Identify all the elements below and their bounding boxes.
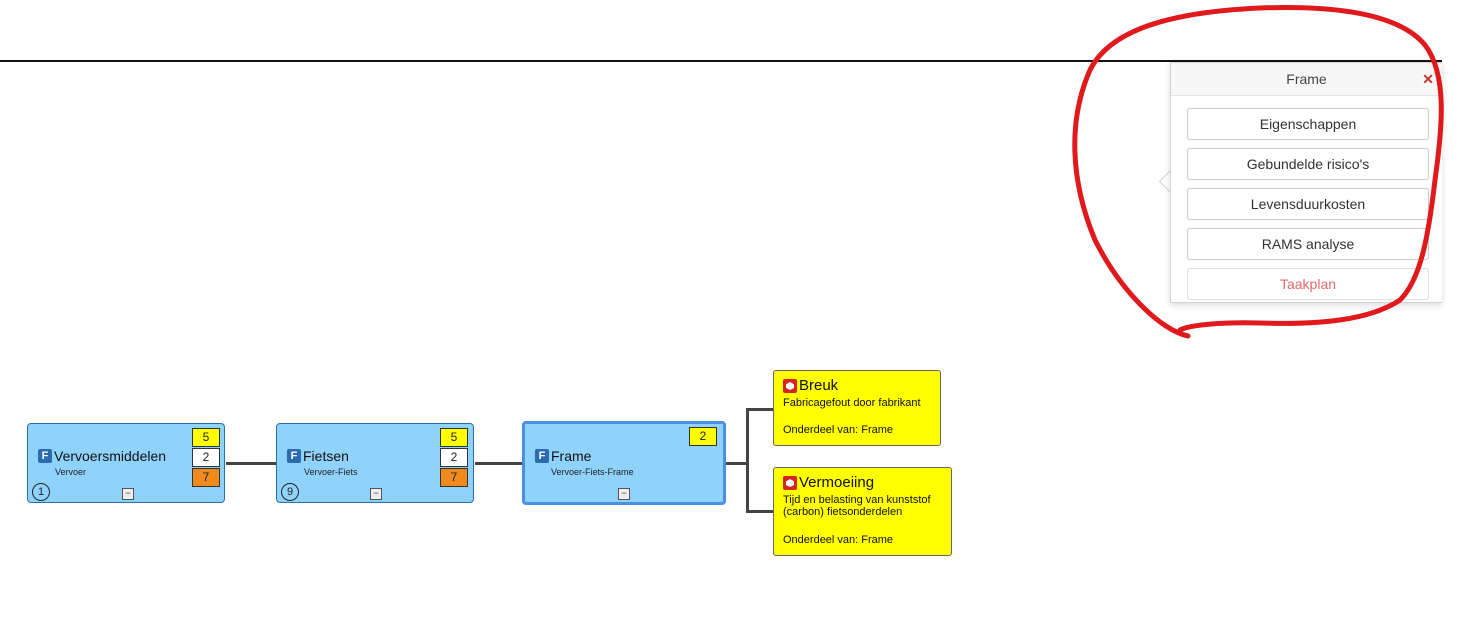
popup-title: Frame <box>1286 71 1327 87</box>
connector-line <box>726 462 746 465</box>
node-number-badge: 1 <box>32 483 50 501</box>
risk-title: Breuk <box>799 377 839 394</box>
score-cell: 2 <box>689 427 717 446</box>
function-icon: F <box>535 449 549 463</box>
taakplan-button[interactable]: Taakplan <box>1187 268 1429 300</box>
node-fietsen[interactable]: F Fietsen Vervoer-Fiets 9 − 5 2 7 <box>276 423 474 503</box>
connector-line <box>226 462 276 465</box>
node-title: Frame <box>551 448 592 464</box>
node-title: Vervoersmiddelen <box>54 448 167 464</box>
connector-line <box>746 510 773 513</box>
score-cell: 2 <box>440 448 468 467</box>
risk-description: Fabricagefout door fabrikant <box>783 397 921 409</box>
risk-vermoeiing[interactable]: Vermoeiing Tijd en belasting van kunstst… <box>773 467 952 556</box>
node-subtitle: Vervoer <box>55 467 87 477</box>
function-icon: F <box>38 449 52 463</box>
popup-header: Frame ✕ <box>1171 63 1442 96</box>
gebundelde-risicos-button[interactable]: Gebundelde risico's <box>1187 148 1429 180</box>
collapse-icon[interactable]: − <box>618 488 630 500</box>
score-cell: 2 <box>192 448 220 467</box>
eigenschappen-button[interactable]: Eigenschappen <box>1187 108 1429 140</box>
rams-analyse-button[interactable]: RAMS analyse <box>1187 228 1429 260</box>
collapse-icon[interactable]: − <box>122 488 134 500</box>
context-popup: Frame ✕ Eigenschappen Gebundelde risico'… <box>1170 62 1442 303</box>
node-subtitle: Vervoer-Fiets-Frame <box>551 467 634 477</box>
risk-icon <box>783 379 797 393</box>
risk-title: Vermoeiing <box>799 474 875 491</box>
risk-icon <box>783 476 797 490</box>
risk-description: Tijd en belasting van kunststof (carbon)… <box>783 494 931 518</box>
node-number-badge: 9 <box>281 483 299 501</box>
node-title: Fietsen <box>303 448 349 464</box>
node-subtitle: Vervoer-Fiets <box>304 467 358 477</box>
connector-line <box>746 408 773 411</box>
risk-part-of: Onderdeel van: Frame <box>783 424 894 436</box>
top-divider <box>0 60 1442 62</box>
connector-branch <box>746 408 749 512</box>
score-cell: 5 <box>192 428 220 447</box>
score-cell: 5 <box>440 428 468 447</box>
risk-part-of: Onderdeel van: Frame <box>783 534 894 546</box>
collapse-icon[interactable]: − <box>370 488 382 500</box>
levensduurkosten-button[interactable]: Levensduurkosten <box>1187 188 1429 220</box>
risk-breuk[interactable]: Breuk Fabricagefout door fabrikant Onder… <box>773 370 941 446</box>
connector-line <box>475 462 523 465</box>
score-cell: 7 <box>440 468 468 487</box>
close-icon[interactable]: ✕ <box>1422 71 1434 87</box>
function-icon: F <box>287 449 301 463</box>
score-cell: 7 <box>192 468 220 487</box>
node-frame[interactable]: F Frame Vervoer-Fiets-Frame − 2 <box>522 421 726 505</box>
node-vervoersmiddelen[interactable]: F Vervoersmiddelen Vervoer 1 − 5 2 7 <box>27 423 225 503</box>
